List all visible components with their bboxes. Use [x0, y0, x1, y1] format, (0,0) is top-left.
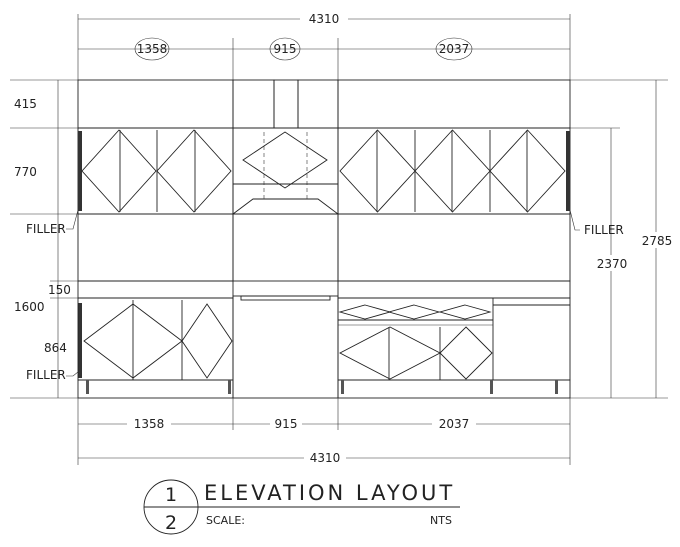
base-cabinet-left: [77, 297, 234, 381]
top-dimensions: 4310 1358 915 2037: [77, 10, 571, 80]
top-stone-band-right: [337, 79, 571, 129]
upper-right-door-diamond: [489, 129, 566, 213]
left-dimension-770: 770: [14, 165, 37, 179]
filler-strip-upper-right: [566, 131, 570, 211]
countertop-left: [77, 280, 234, 299]
drawing-number: 1: [165, 484, 177, 506]
sheet-number: 2: [165, 512, 177, 534]
left-dimension-864: 864: [44, 341, 67, 355]
left-dimension-150: 150: [48, 283, 71, 297]
upper-cabinet-right: [337, 127, 571, 215]
door-diamond-pattern: [81, 129, 566, 380]
filler-strip-upper-left: [78, 131, 82, 211]
dim-bubble-right: [435, 37, 473, 61]
toe-kick-right: [337, 379, 571, 399]
lower-left-door-diamond: [181, 303, 233, 379]
backsplash-right: [337, 213, 571, 282]
drawing-title: ELEVATION LAYOUT: [204, 481, 455, 505]
top-mid-dimension: 915: [274, 42, 297, 56]
bottom-mid-dimension: 915: [275, 417, 298, 431]
scale-label: SCALE:: [206, 514, 245, 527]
filler-label-bottom-left: FILLER: [26, 368, 66, 382]
filler-label-right: FILLER: [584, 223, 624, 237]
top-stone-band-left: [77, 79, 234, 129]
drawer-diamond: [338, 304, 392, 320]
upper-left-door-diamond: [156, 129, 232, 213]
elevation: [77, 79, 571, 399]
dim-bubble-mid: [269, 37, 301, 61]
bottom-right-dimension: 2037: [439, 417, 470, 431]
right-dimension-2370: 2370: [597, 257, 628, 271]
right-dimensions: 2370 2785: [570, 79, 673, 399]
upper-right-door-diamond: [414, 129, 491, 213]
range-appliance: [232, 295, 339, 399]
left-dimension-415: 415: [14, 97, 37, 111]
hood-cabinet: [232, 127, 339, 215]
top-right-dimension: 2037: [439, 42, 470, 56]
drawer-diamond: [387, 304, 441, 320]
left-dimension-1600: 1600: [14, 300, 45, 314]
title-block: 1 2 ELEVATION LAYOUT SCALE: NTS: [143, 479, 460, 535]
bottom-dimensions: 1358 915 2037 4310: [77, 398, 571, 465]
dim-bubble-left: [134, 37, 170, 61]
toe-kick-left: [77, 379, 234, 399]
bottom-left-dimension: 1358: [134, 417, 165, 431]
filler-callouts: FILLER FILLER FILLER: [26, 209, 624, 382]
lower-right-door-diamond: [439, 326, 493, 380]
filler-strip-lower-left: [78, 303, 82, 378]
lower-right-door-diamond: [339, 326, 441, 380]
bottom-total-dimension: 4310: [310, 451, 341, 465]
upper-right-door-diamond: [339, 129, 416, 213]
scale-value: NTS: [430, 514, 452, 527]
filler-label-top-left: FILLER: [26, 222, 66, 236]
right-dimension-2785: 2785: [642, 234, 673, 248]
drawer-diamond: [438, 304, 492, 320]
left-dimensions: 415 770 1600 150 864: [10, 79, 78, 399]
top-total-dimension: 4310: [309, 12, 340, 26]
countertop-right: [337, 280, 571, 299]
backsplash-left: [77, 213, 234, 282]
top-left-dimension: 1358: [137, 42, 168, 56]
upper-left-door-diamond: [81, 129, 157, 213]
